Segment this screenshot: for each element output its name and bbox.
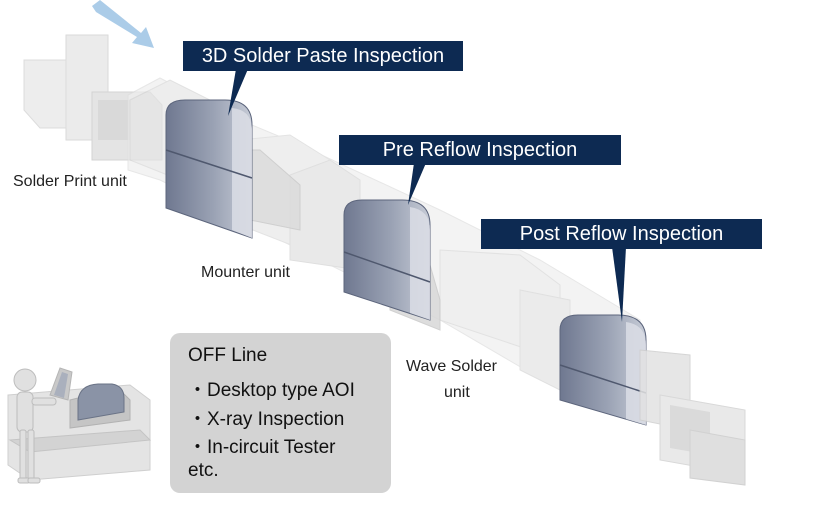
operator-figure-icon <box>13 368 57 484</box>
callout-pointers <box>228 69 626 322</box>
offline-item: ・X-ray Inspection <box>188 409 345 430</box>
offline-inspection-box: OFF Line ・Desktop type AOI ・X-ray Inspec… <box>170 333 391 493</box>
post-reflow-callout-label: Post Reflow Inspection <box>481 219 762 249</box>
flow-direction-arrow-icon <box>92 0 154 48</box>
wave-solder-unit-label-line2: unit <box>444 384 470 401</box>
mounter-unit-label: Mounter unit <box>201 264 290 281</box>
wave-solder-unit-label-line1: Wave Solder <box>406 358 497 375</box>
offline-workstation-icon <box>7 367 152 481</box>
pre-reflow-inspection-module <box>343 199 431 321</box>
spi-callout-label: 3D Solder Paste Inspection <box>183 41 463 71</box>
solder-print-unit-label: Solder Print unit <box>13 173 127 190</box>
line-end-unit <box>639 349 746 486</box>
pre-reflow-callout-label: Pre Reflow Inspection <box>339 135 621 165</box>
solder-print-machine <box>23 34 163 161</box>
spi-inspection-module <box>165 99 253 239</box>
post-reflow-inspection-module <box>559 314 647 426</box>
offline-item: ・Desktop type AOI <box>188 380 355 401</box>
offline-item: ・In-circuit Tester <box>188 437 336 458</box>
offline-title: OFF Line <box>188 345 268 366</box>
offline-item: etc. <box>188 460 219 481</box>
